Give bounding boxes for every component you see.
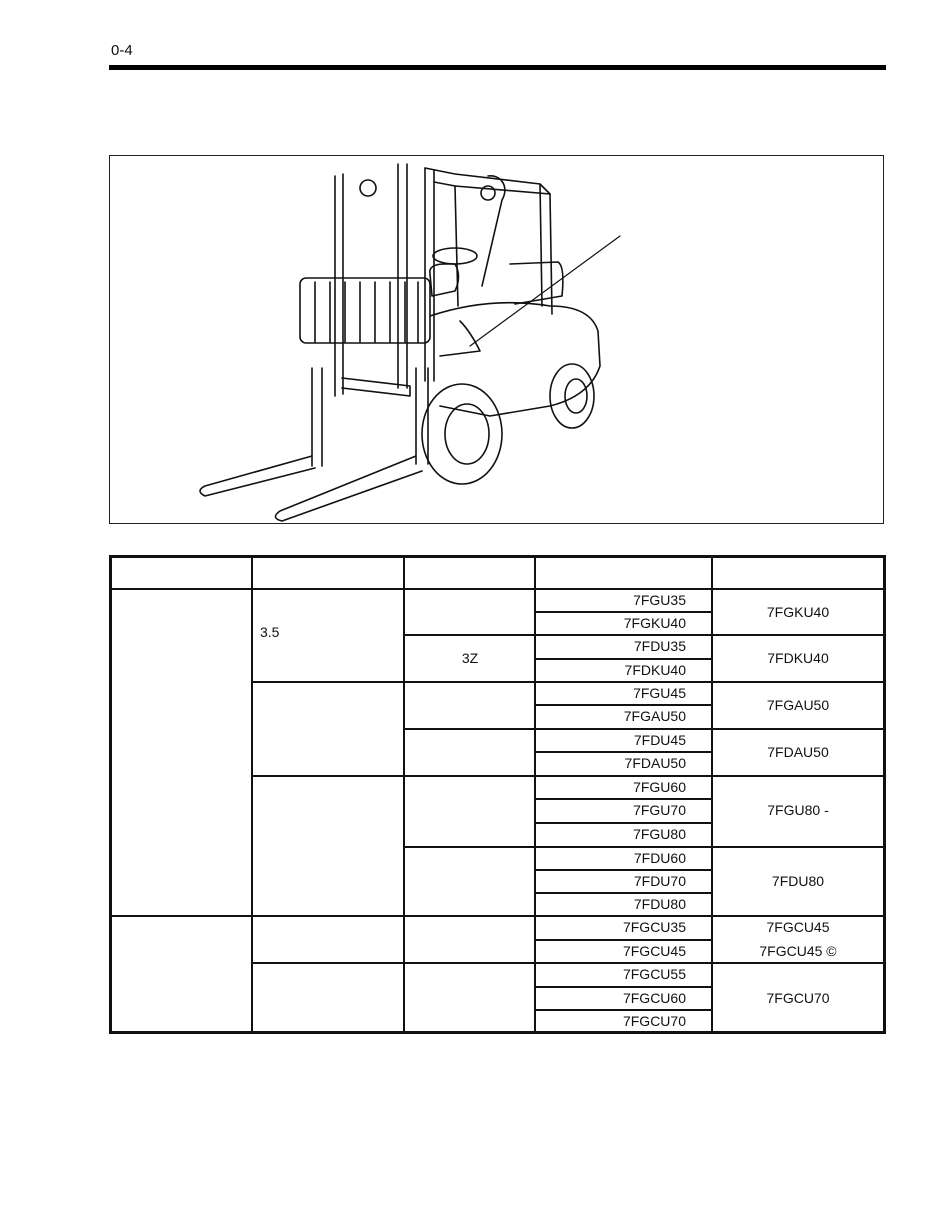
model-cell: 7FGU35 [633, 592, 686, 608]
model-cell: 7FGU80 [633, 826, 686, 842]
equivalent-model-cell: 7FDU80 [771, 873, 825, 889]
equivalent-model-cell: 7FGU80 - [767, 802, 829, 818]
model-cell: 7FGCU55 [622, 966, 686, 982]
model-cell: 7FGU70 [633, 802, 686, 818]
equivalent-model-cell: 7FGCU45 [766, 919, 830, 935]
equivalent-model-cell: 7FGCU70 [766, 990, 830, 1006]
model-cell: 7FGCU60 [622, 990, 686, 1006]
model-cell: 7FGCU35 [622, 919, 686, 935]
model-cell: 7FDKU40 [624, 662, 686, 678]
model-cell: 7FDU60 [633, 850, 686, 866]
model-cell: 7FGU60 [633, 779, 686, 795]
model-cell: 7FDAU50 [624, 755, 686, 771]
model-cell: 7FGKU40 [623, 615, 686, 631]
equivalent-model-cell: 7FDAU50 [767, 744, 829, 760]
model-cell: 7FDU70 [633, 873, 686, 889]
header-rule [109, 65, 886, 70]
equivalent-model-cell: 7FDKU40 [767, 650, 829, 666]
equivalent-model-cell: 7FGCU45 © [759, 943, 837, 959]
equivalent-model-cell: 7FGAU50 [766, 697, 830, 713]
forklift-illustration-frame [109, 155, 884, 524]
forklift-illustration [199, 163, 621, 522]
equivalent-model-cell: 7FGKU40 [766, 604, 830, 620]
model-cell: 7FGU45 [633, 685, 686, 701]
model-cell: 7FGAU50 [623, 708, 686, 724]
model-cell: 7FDU80 [633, 896, 686, 912]
engine-cell: 3Z [461, 650, 479, 666]
model-cell: 7FGCU70 [622, 1013, 686, 1029]
model-cell: 7FDU35 [633, 638, 686, 654]
capacity-cell: 3.5 [260, 624, 280, 640]
model-cell: 7FDU45 [633, 732, 686, 748]
page-number: 0-4 [111, 42, 133, 59]
model-cell: 7FGCU45 [622, 943, 686, 959]
